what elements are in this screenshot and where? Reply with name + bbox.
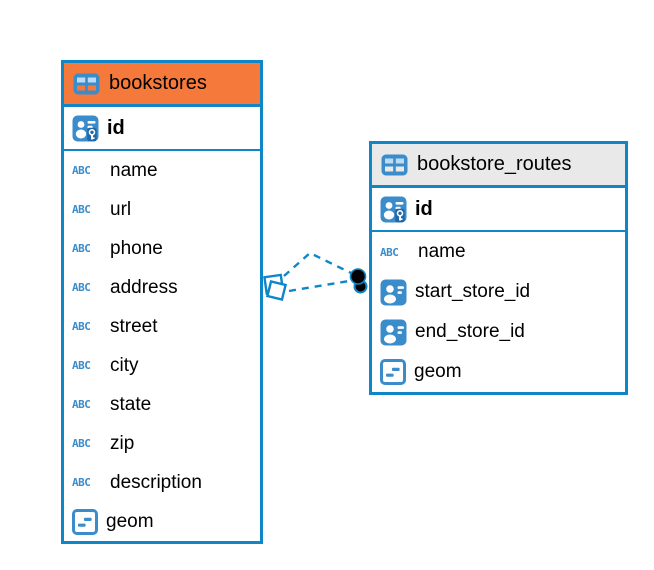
column-label: phone	[110, 237, 163, 259]
geometry-column-icon	[72, 508, 98, 535]
table-title: bookstore_routes	[417, 153, 572, 175]
column-label: geom	[106, 510, 154, 532]
relationship-line-upper[interactable]	[283, 251, 352, 277]
geometry-column-icon	[380, 359, 406, 385]
column-label: address	[110, 276, 178, 298]
entity-header-bookstore-routes[interactable]: bookstore_routes	[372, 144, 625, 188]
column-row[interactable]: end_store_id	[372, 312, 625, 352]
stacked-dots-marker	[349, 268, 368, 294]
text-column-icon: ABC	[72, 281, 91, 294]
column-label: name	[418, 241, 466, 262]
column-row[interactable]: ABC city	[64, 346, 260, 385]
text-column-icon: ABC	[72, 437, 91, 450]
text-column-icon: ABC	[72, 164, 91, 177]
column-label: zip	[110, 432, 135, 454]
relationship-line-lower[interactable]	[288, 279, 350, 293]
column-label: geom	[414, 361, 462, 382]
text-column-icon: ABC	[72, 476, 91, 489]
column-label: id	[107, 116, 125, 139]
column-row[interactable]: ABC description	[64, 463, 260, 502]
column-label: state	[110, 393, 152, 415]
column-row[interactable]: ABC state	[64, 385, 260, 424]
column-row[interactable]: geom	[372, 352, 625, 392]
entity-bookstores[interactable]: bookstores id ABC name ABC url ABC phone…	[61, 60, 263, 544]
text-column-icon: ABC	[72, 398, 91, 411]
table-icon	[73, 73, 100, 95]
column-label: street	[110, 315, 158, 337]
text-column-icon: ABC	[72, 203, 91, 216]
column-row-id[interactable]: id	[64, 107, 260, 151]
stacked-squares-marker	[263, 273, 288, 302]
column-label: start_store_id	[415, 281, 531, 302]
column-row[interactable]: ABC name	[372, 232, 625, 272]
column-row[interactable]: ABC name	[64, 151, 260, 190]
text-column-icon: ABC	[72, 359, 91, 372]
primary-key-icon	[380, 196, 407, 223]
column-row[interactable]: ABC url	[64, 190, 260, 229]
column-label: city	[110, 354, 139, 376]
foreign-key-icon	[380, 279, 407, 306]
text-column-icon: ABC	[72, 242, 91, 255]
column-label: end_store_id	[415, 321, 525, 342]
column-label: description	[110, 471, 202, 493]
entity-header-bookstores[interactable]: bookstores	[64, 63, 260, 107]
column-label: name	[110, 159, 158, 181]
table-title: bookstores	[109, 72, 207, 94]
column-label: id	[415, 197, 433, 220]
column-label: url	[110, 198, 132, 220]
table-icon	[381, 154, 408, 176]
text-column-icon: ABC	[72, 320, 91, 333]
column-row[interactable]: geom	[64, 502, 260, 541]
column-row[interactable]: ABC zip	[64, 424, 260, 463]
text-column-icon: ABC	[380, 245, 399, 259]
column-row[interactable]: ABC street	[64, 307, 260, 346]
column-row[interactable]: ABC address	[64, 268, 260, 307]
primary-key-icon	[72, 115, 99, 142]
column-row[interactable]: start_store_id	[372, 272, 625, 312]
foreign-key-icon	[380, 319, 407, 346]
column-row[interactable]: ABC phone	[64, 229, 260, 268]
column-row-id[interactable]: id	[372, 188, 625, 232]
entity-bookstore-routes[interactable]: bookstore_routes id ABC name start_store…	[369, 141, 628, 395]
